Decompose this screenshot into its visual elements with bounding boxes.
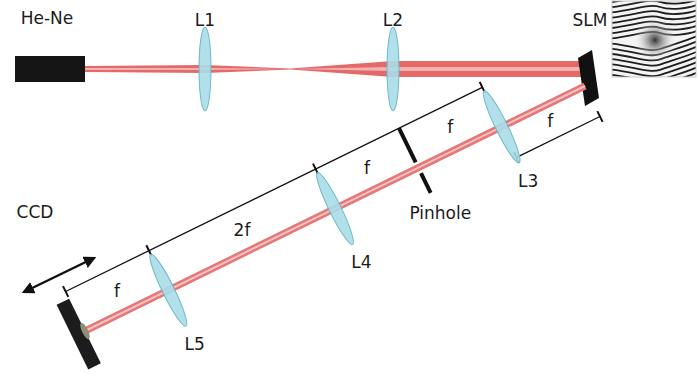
part-label: f	[547, 112, 553, 129]
dimension-line	[517, 117, 600, 158]
lens	[387, 27, 399, 111]
part-label: f	[364, 160, 370, 177]
lens	[199, 27, 211, 111]
pinhole-plate	[421, 173, 431, 193]
lens	[479, 88, 525, 165]
hologram-inset	[612, 1, 696, 77]
beam	[85, 61, 582, 77]
part-label: L2	[383, 12, 403, 29]
part-label: L4	[351, 254, 371, 271]
lens	[145, 252, 191, 329]
part-label: f	[114, 282, 120, 299]
part-label: SLM	[573, 12, 608, 29]
slm-panel	[578, 50, 599, 106]
part-label: L5	[185, 336, 205, 353]
part-label: CCD	[17, 204, 54, 221]
beam	[85, 86, 585, 331]
part-label: L1	[195, 12, 215, 29]
dimension-line	[66, 87, 483, 291]
dimension-tick	[63, 286, 68, 297]
part-label: 2f	[234, 221, 251, 238]
part-label: He-Ne	[21, 10, 74, 27]
beam-core	[85, 67, 582, 71]
part-label: L3	[518, 172, 538, 189]
pinhole-plate	[399, 128, 416, 162]
translation-arrow	[24, 258, 94, 292]
lens	[312, 170, 358, 247]
part-label: f	[447, 119, 453, 136]
laser-body	[15, 56, 85, 82]
dimension-tick	[597, 111, 602, 122]
part-label: Pinhole	[409, 204, 471, 221]
diagonal-path	[57, 82, 603, 370]
laser-beam-top	[15, 56, 582, 82]
beam-core	[85, 86, 585, 331]
ccd-camera	[57, 297, 104, 369]
hologram-frame	[612, 1, 696, 77]
